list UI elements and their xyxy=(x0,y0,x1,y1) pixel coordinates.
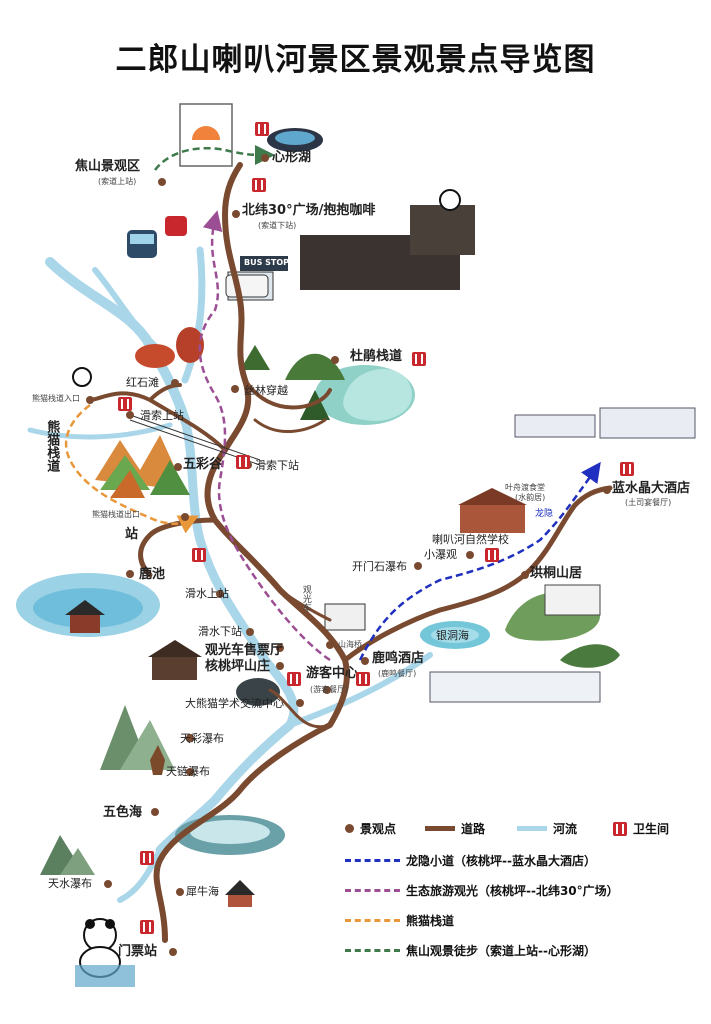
lakes xyxy=(16,128,490,855)
main-road xyxy=(88,162,613,943)
label-luchi[interactable]: 鹿池 xyxy=(139,567,166,582)
legend-river: 河流 xyxy=(517,820,577,837)
label-wucaigu[interactable]: 五彩谷 xyxy=(183,457,223,472)
label-guanguangche-ticket[interactable]: 观光车售票厅 xyxy=(205,643,284,658)
legend-road: 道路 xyxy=(425,820,485,837)
legend-route-jiaoshan: 焦山观景徒步（索道上站--心形湖） xyxy=(345,942,596,959)
label-youke-sub: (游客餐厅) xyxy=(310,685,349,694)
toilet-icon xyxy=(140,851,154,865)
label-wuyihai[interactable]: 五色海 xyxy=(103,805,143,820)
legend-toilet-label: 卫生间 xyxy=(633,822,670,836)
label-yezhu-sub: (水韵居) xyxy=(515,493,546,502)
toilet-icon xyxy=(255,122,269,136)
map-title: 二郎山喇叭河景区景观景点导览图 xyxy=(115,42,596,78)
arrow-icon xyxy=(345,859,400,862)
label-longyin-vertical: 龙隐 xyxy=(535,509,554,519)
road-line-icon xyxy=(425,826,455,831)
label-jiaoshan[interactable]: 焦山景观区 xyxy=(75,159,141,174)
toilet-icon xyxy=(252,178,266,192)
label-labahe-school[interactable]: 喇叭河自然学校 xyxy=(432,533,509,546)
label-tianshui[interactable]: 天水瀑布 xyxy=(48,877,92,890)
label-huashui-up[interactable]: 滑水上站 xyxy=(185,587,229,600)
label-xiaopu[interactable]: 小瀑观 xyxy=(424,548,457,561)
decorative-scenery xyxy=(40,103,696,987)
label-tianlian[interactable]: 天链瀑布 xyxy=(166,765,210,778)
route-eco-tour xyxy=(198,210,331,662)
label-zhan: 站 xyxy=(125,527,139,542)
label-tiancai[interactable]: 天彩瀑布 xyxy=(180,732,224,745)
label-songlin[interactable]: 丝林穿越 xyxy=(244,384,288,397)
label-yindong[interactable]: 银洞海 xyxy=(436,629,469,642)
label-youke[interactable]: 游客中心 xyxy=(306,666,359,681)
arrow-icon xyxy=(345,949,400,952)
legend-toilet: 卫生间 xyxy=(613,820,669,837)
river-line-icon xyxy=(517,826,547,831)
label-luming-sub: (鹿鸣餐厅) xyxy=(378,669,417,678)
legend-route-panda-label: 熊猫栈道 xyxy=(406,914,455,928)
label-panda-trail-vertical: 熊猫栈道 xyxy=(44,420,60,472)
legend-route-panda: 熊猫栈道 xyxy=(345,912,454,929)
label-guanguangche: 观光车 xyxy=(300,585,311,612)
toilet-icon xyxy=(620,462,634,476)
label-huashui-down[interactable]: 滑水下站 xyxy=(198,625,242,638)
route-longyin-trail xyxy=(358,461,601,661)
label-dujuan[interactable]: 杜鹃栈道 xyxy=(350,349,403,364)
toilet-icon xyxy=(140,920,154,934)
label-yezhu[interactable]: 叶舟渡食堂 xyxy=(505,483,545,492)
label-xinxinghu[interactable]: 心形湖 xyxy=(272,150,312,165)
label-xiongmao-in[interactable]: 熊猫栈道入口 xyxy=(32,394,80,403)
label-hetaoping[interactable]: 核桃坪山庄 xyxy=(205,659,271,674)
spot-dot-icon xyxy=(345,824,354,833)
spot-dots xyxy=(86,154,611,956)
toilet-icon xyxy=(236,455,250,469)
legend-river-label: 河流 xyxy=(553,822,578,836)
toilet-icon xyxy=(356,672,370,686)
legend-route-longyin: 龙隐小道（核桃坪--蓝水晶大酒店） xyxy=(345,852,596,869)
legend-spot: 景观点 xyxy=(345,820,396,837)
legend-road-label: 道路 xyxy=(461,822,486,836)
label-xiniu[interactable]: 犀牛海 xyxy=(186,885,219,898)
label-gongtong[interactable]: 珙桐山居 xyxy=(530,566,583,581)
legend-route-eco-label: 生态旅游观光（核桃坪--北纬30°广场） xyxy=(406,884,619,898)
label-beiwei[interactable]: 北纬30°广场/抱抱咖啡 xyxy=(242,203,376,218)
label-hongshitan[interactable]: 红石滩 xyxy=(126,376,159,389)
label-lanshuijing[interactable]: 蓝水晶大酒店 xyxy=(612,481,691,496)
label-kaimen[interactable]: 开门石瀑布 xyxy=(352,560,407,573)
label-menpiao[interactable]: 门票站 xyxy=(118,944,158,959)
label-shanhaiqiao: 山海桥 xyxy=(338,640,362,649)
label-xiongmao-out[interactable]: 熊猫栈道出口 xyxy=(92,510,140,519)
label-luming[interactable]: 鹿鸣酒店 xyxy=(372,651,425,666)
toilet-icon xyxy=(192,548,206,562)
arrow-icon xyxy=(345,919,400,922)
legend-route-longyin-label: 龙隐小道（核桃坪--蓝水晶大酒店） xyxy=(406,854,596,868)
route-panda-trail xyxy=(64,404,199,534)
label-huadao-down[interactable]: 滑索下站 xyxy=(255,459,299,472)
legend-route-eco: 生态旅游观光（核桃坪--北纬30°广场） xyxy=(345,882,619,899)
toilet-icon xyxy=(287,672,301,686)
label-lanshuijing-sub: (土司宴餐厅) xyxy=(625,498,672,507)
toilet-icon xyxy=(485,548,499,562)
toilet-icon xyxy=(412,352,426,366)
legend-route-jiaoshan-label: 焦山观景徒步（索道上站--心形湖） xyxy=(406,944,596,958)
toilet-icon xyxy=(613,821,627,836)
arrow-icon xyxy=(345,889,400,892)
label-beiwei-sub: (索道下站) xyxy=(258,221,297,230)
label-jiaoshan-sub: (索道上站) xyxy=(98,177,137,186)
toilet-icon xyxy=(118,397,132,411)
label-panda-center[interactable]: 大熊猫学术交流中心 xyxy=(185,697,284,710)
label-bus-stop: BUS STOP xyxy=(244,258,290,267)
label-huadao-up[interactable]: 滑索上站 xyxy=(140,409,184,422)
legend-spot-label: 景观点 xyxy=(360,822,397,836)
